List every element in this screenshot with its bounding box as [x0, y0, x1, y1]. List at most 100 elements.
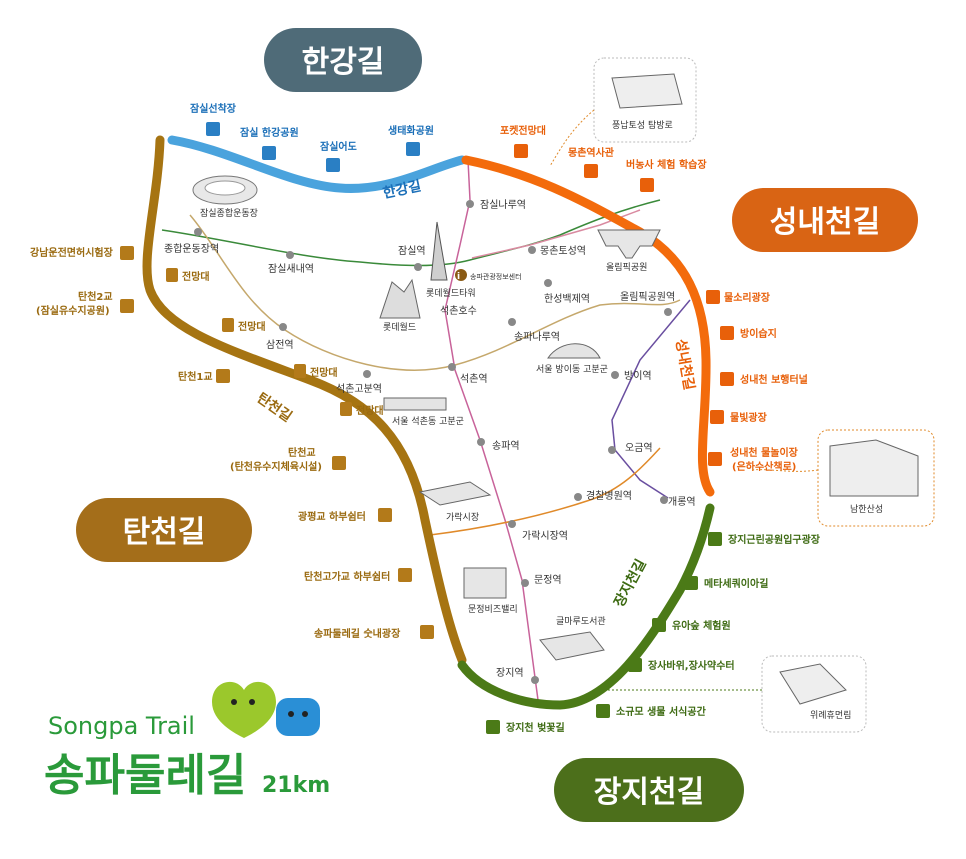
seokchon-tombs: 서울 석촌동 고분군 [383, 397, 464, 427]
svg-text:포켓전망대: 포켓전망대 [500, 124, 546, 137]
station-munjeong: 문정역 [521, 574, 562, 587]
tancheon-pill-label: 탄천길 [123, 515, 206, 550]
svg-text:강남운전면허시험장: 강남운전면허시험장 [30, 246, 114, 259]
lake-label: 석촌호수 [440, 305, 477, 317]
station-garak-market: 가락시장역 [508, 520, 568, 542]
poi-lookout-4: 전망대 [340, 402, 384, 417]
svg-text:잠실나루역: 잠실나루역 [480, 199, 526, 211]
inset-wirye[interactable]: 위례휴먼림 [600, 655, 867, 733]
svg-text:가락시장역: 가락시장역 [522, 530, 568, 542]
svg-text:장지근린공원입구광장: 장지근린공원입구광장 [728, 533, 821, 546]
svg-text:잠실선착장: 잠실선착장 [190, 102, 237, 115]
poi-water-play: 성내천 물놀이장(은하수산책로) [708, 446, 799, 473]
info-center: i 송파관광정보센터 [455, 269, 522, 282]
station-sports-complex: 종합운동장역 [164, 228, 219, 255]
station-seokchon: 석촌역 [448, 363, 488, 385]
svg-text:문정역: 문정역 [534, 574, 562, 586]
svg-text:롯데월드타워: 롯데월드타워 [426, 287, 476, 299]
svg-text:위례휴먼림: 위례휴먼림 [810, 709, 851, 721]
seongnae-pill[interactable]: 성내천길 [732, 188, 918, 252]
mascot-green [212, 681, 276, 738]
station-olympic-park: 올림픽공원역 [620, 291, 675, 316]
hangang-trail[interactable] [167, 135, 467, 193]
tancheon-path-label: 탄천길 [254, 389, 295, 425]
logo-distance: 21km [262, 773, 330, 798]
habitat-icon [596, 704, 610, 718]
svg-text:장지천 벚꽃길: 장지천 벚꽃길 [506, 721, 565, 734]
bridge-icon [120, 299, 134, 313]
line-3 [429, 447, 661, 536]
svg-text:서울 방이동 고분군: 서울 방이동 고분군 [536, 364, 608, 375]
poi-gwangpyeong-shelter: 광평교 하부쉼터 [298, 508, 392, 523]
svg-text:성내천 물놀이장: 성내천 물놀이장 [730, 446, 799, 459]
poi-sunnae-plaza: 송파둘레길 숫내광장 [314, 625, 434, 640]
park-icon [708, 532, 722, 546]
munjeong-valley: 문정비즈밸리 [463, 567, 518, 615]
lookout-icon [166, 268, 178, 282]
library: 글마루도서관 [539, 616, 606, 661]
svg-text:삼전역: 삼전역 [266, 339, 294, 351]
svg-text:(잠실유수지공원): (잠실유수지공원) [36, 304, 110, 317]
svg-text:잠실새내역: 잠실새내역 [268, 263, 314, 275]
jangji-trail[interactable] [457, 503, 715, 710]
lookout-icon [222, 318, 234, 332]
poi-tancheon1: 탄천1교 [178, 369, 230, 383]
station-jamsil-saenae: 잠실새내역 [268, 251, 314, 275]
stadium: 잠실종합운동장 [192, 175, 258, 219]
songpa-trail-logo: Songpa Trail 송파둘레길 21km [44, 681, 330, 801]
hangang-pois: 잠실선착장 잠실 한강공원 잠실어도 생태화공원 [190, 102, 434, 172]
station-songpa: 송파역 [477, 438, 520, 452]
station-songpa-naru: 송파나루역 [508, 318, 560, 343]
seongnae-trail[interactable] [461, 155, 715, 497]
jangji-pill[interactable]: 장지천길 [554, 758, 744, 822]
svg-text:탄천2교: 탄천2교 [78, 290, 113, 303]
svg-text:생태화공원: 생태화공원 [388, 124, 434, 137]
svg-text:석촌역: 석촌역 [460, 373, 488, 385]
svg-text:서울 석촌동 고분군: 서울 석촌동 고분군 [392, 416, 464, 427]
svg-text:글마루도서관: 글마루도서관 [556, 616, 606, 627]
poi-park-entrance: 장지근린공원입구광장 [708, 532, 821, 546]
poi-tancheon2: 탄천2교(잠실유수지공원) [36, 290, 134, 317]
forest-icon [652, 618, 666, 632]
poi-water-light-plaza: 물빛광장 [710, 410, 768, 424]
poi-license-test: 강남운전면허시험장 [30, 246, 134, 260]
svg-text:몽촌토성역: 몽촌토성역 [540, 245, 586, 257]
svg-text:탄천교: 탄천교 [288, 446, 316, 459]
tancheon-trail[interactable] [142, 135, 467, 665]
poi-lookout-1: 전망대 [166, 268, 210, 283]
svg-text:한성백제역: 한성백제역 [544, 293, 590, 305]
station-hanseong-baekje: 한성백제역 [544, 279, 590, 305]
poi-lookout-2: 전망대 [222, 318, 266, 333]
tancheon-pill[interactable]: 탄천길 [76, 498, 252, 562]
lotte-tower: 롯데월드타워 [426, 221, 476, 299]
poi-eco-park: 생태화공원 [388, 124, 434, 156]
svg-text:잠실 한강공원: 잠실 한강공원 [240, 126, 299, 139]
svg-text:장지역: 장지역 [496, 667, 524, 679]
line-5 [611, 299, 691, 499]
garak-market: 가락시장 [418, 481, 492, 523]
eco-park-icon [406, 142, 420, 156]
bridge-icon [216, 369, 230, 383]
poi-pocket-lookout: 포켓전망대 [500, 124, 546, 158]
station-jangji: 장지역 [496, 667, 539, 684]
svg-text:종합운동장역: 종합운동장역 [164, 243, 219, 255]
wetland-icon [720, 326, 734, 340]
inset-namhansan[interactable]: 남한산성 [751, 429, 935, 527]
shelter-icon [378, 508, 392, 522]
hangang-pill[interactable]: 한강길 [264, 28, 422, 92]
stations: 잠실나루역 잠실역 몽촌토성역 종합운동장역 잠실새내역 한성백제역 올림픽공원… [164, 199, 696, 684]
mascot-blue [276, 698, 320, 736]
svg-text:잠실역: 잠실역 [398, 245, 426, 257]
svg-text:전망대: 전망대 [310, 366, 338, 379]
svg-text:i: i [457, 272, 460, 282]
plaza-icon [420, 625, 434, 639]
lotte-world: 롯데월드 [379, 278, 421, 333]
svg-text:올림픽공원: 올림픽공원 [606, 261, 647, 273]
svg-text:방이습지: 방이습지 [740, 327, 777, 340]
lookout-icon [514, 144, 528, 158]
poi-water-sound-plaza: 물소리광장 [706, 290, 771, 304]
svg-text:문정비즈밸리: 문정비즈밸리 [468, 604, 518, 615]
svg-text:송파역: 송파역 [492, 440, 520, 452]
inset-pungnap[interactable]: 풍납토성 탐방로 [549, 57, 697, 167]
station-mongchon: 몽촌토성역 [528, 245, 586, 257]
